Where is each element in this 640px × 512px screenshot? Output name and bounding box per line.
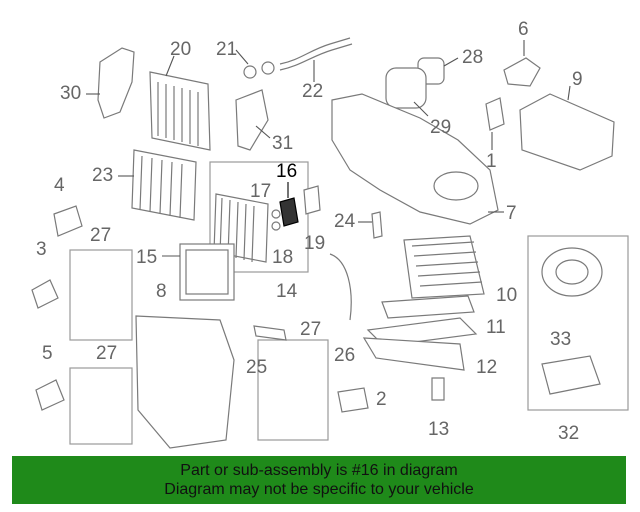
leader-28 (443, 57, 459, 67)
part-10-cabin-filter (403, 235, 485, 299)
box-evaporator-group (209, 161, 309, 273)
banner-line-2: Diagram may not be specific to your vehi… (164, 481, 474, 498)
part-4-component (53, 205, 83, 237)
callout-29: 29 (430, 117, 452, 138)
part-2-component (337, 387, 369, 413)
part-10-frame (381, 295, 475, 319)
parts-diagram: 30 20 21 22 31 23 28 29 6 9 1 7 16 17 18… (31, 19, 629, 449)
callout-4: 4 (54, 175, 65, 196)
box-27-bottom (69, 367, 133, 445)
callout-30: 30 (60, 83, 82, 104)
part-29-seal (385, 67, 427, 109)
part-25-component (253, 325, 287, 341)
callout-5: 5 (42, 343, 53, 364)
callout-16: 16 (276, 161, 298, 182)
leader-29 (413, 101, 429, 117)
box-27-center (257, 339, 329, 441)
part-21-ring-a (243, 65, 257, 79)
part-12-cover (362, 337, 465, 371)
callout-13: 13 (428, 419, 450, 440)
callout-20: 20 (170, 39, 192, 60)
callout-31: 31 (272, 133, 294, 154)
callout-21: 21 (216, 39, 238, 60)
part-30-shape (97, 47, 135, 119)
part-31-bracket (235, 89, 269, 151)
callout-10: 10 (496, 285, 518, 306)
part-17-oring (271, 209, 281, 219)
callout-27-bottom: 27 (96, 343, 118, 364)
callout-1: 1 (486, 151, 497, 172)
part-15-filter-inner (185, 249, 229, 295)
callout-19: 19 (304, 233, 326, 254)
callout-2: 2 (376, 389, 387, 410)
part-19-gasket (303, 185, 321, 215)
callout-18: 18 (272, 247, 294, 268)
part-5-component (35, 379, 65, 411)
part-23-fins (139, 155, 183, 219)
part-9-blower-housing (519, 93, 615, 171)
callout-28: 28 (462, 47, 484, 68)
callout-27-center: 27 (300, 319, 322, 340)
callout-25: 25 (246, 357, 268, 378)
part-20-heater-core (149, 71, 211, 151)
callout-3: 3 (36, 239, 47, 260)
part-33-resistor (541, 355, 601, 395)
callout-8: 8 (156, 281, 167, 302)
box-27-left (69, 249, 133, 341)
housing-outlet (433, 171, 479, 201)
part-24-sensor (371, 211, 383, 239)
part-6-actuator (503, 57, 541, 87)
part-16-expansion-valve (279, 197, 299, 227)
part-21-ring-b (261, 61, 275, 75)
diagram-drawing (31, 37, 629, 449)
part-10-pleats (411, 241, 483, 287)
part-32-blower-hub (555, 259, 589, 285)
part-18-fins (219, 197, 255, 263)
part-15-filter (179, 243, 235, 301)
callout-11: 11 (486, 317, 506, 338)
callout-12: 12 (476, 357, 498, 378)
part-32-blower-motor (541, 247, 603, 297)
part-26-hose (329, 253, 352, 321)
part-3-component (31, 279, 59, 309)
callout-24: 24 (334, 211, 356, 232)
callout-9: 9 (572, 69, 583, 90)
callout-32: 32 (558, 423, 580, 444)
callout-27-left: 27 (90, 225, 112, 246)
leader-20 (165, 55, 175, 77)
callout-7: 7 (506, 203, 517, 224)
callout-6: 6 (518, 19, 529, 40)
part-17-oring-b (271, 221, 281, 231)
part-20-fins (157, 82, 199, 146)
leader-21 (235, 49, 249, 65)
part-13-component (431, 377, 445, 401)
part-8-lower-housing (135, 315, 235, 449)
callout-22: 22 (302, 81, 324, 102)
callout-33: 33 (550, 329, 572, 350)
part-22-pipes (279, 37, 353, 71)
leader-9 (567, 85, 571, 101)
callout-26: 26 (334, 345, 356, 366)
part-main-housing (331, 93, 499, 225)
callout-15: 15 (136, 247, 158, 268)
leader-31 (255, 125, 271, 139)
info-banner: Part or sub-assembly is #16 in diagram D… (12, 456, 626, 504)
callout-23: 23 (92, 165, 114, 186)
callout-17: 17 (250, 181, 272, 202)
banner-line-1: Part or sub-assembly is #16 in diagram (180, 462, 458, 479)
box-blower-group (527, 235, 629, 411)
callout-14: 14 (276, 281, 298, 302)
part-1-actuator (485, 97, 505, 131)
